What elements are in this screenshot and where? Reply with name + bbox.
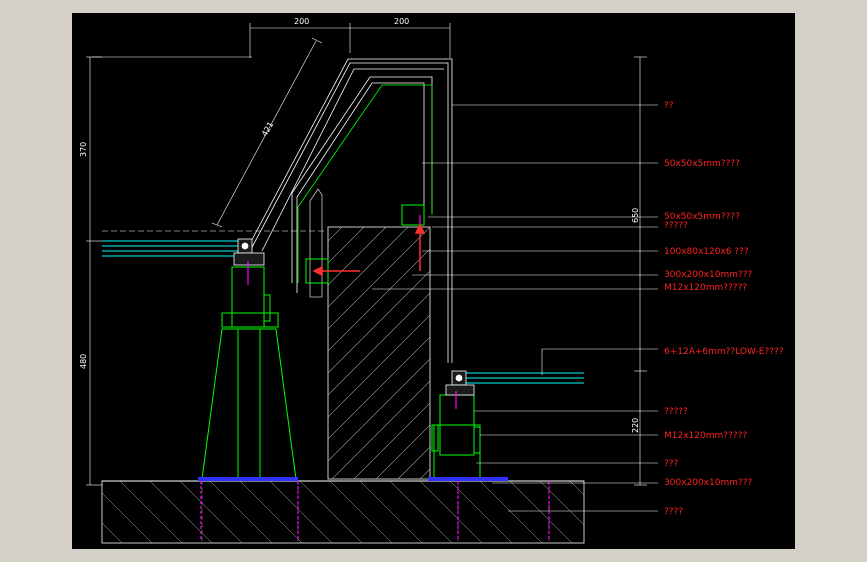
callout-1: ?? xyxy=(664,101,674,111)
red-brackets xyxy=(312,223,426,277)
skylight-frame xyxy=(245,58,453,363)
steel-inner-frame xyxy=(297,84,433,283)
concrete-wall xyxy=(327,226,431,480)
base-plates xyxy=(198,477,508,481)
dim-top-left: 200 xyxy=(294,17,309,26)
callout-10: M12x120mm????? xyxy=(664,431,747,441)
callout-4: ????? xyxy=(664,221,688,231)
callout-5: 100x80x120x6 ??? xyxy=(664,247,749,257)
dim-left-upper: 370 xyxy=(79,142,88,157)
callout-6: 300x200x10mm??? xyxy=(664,270,753,280)
callout-9: ????? xyxy=(664,407,688,417)
leader-lines xyxy=(372,104,658,512)
callout-7: M12x120mm????? xyxy=(664,283,747,293)
dim-diagonal: 421 xyxy=(260,120,275,138)
dim-right-upper: 650 xyxy=(631,208,640,223)
left-steel-support xyxy=(201,266,297,480)
callout-11: ??? xyxy=(664,459,679,469)
callout-3: 50x50x5mm???? xyxy=(664,212,740,222)
foundation-slab xyxy=(101,480,585,544)
callout-12: 300x200x10mm??? xyxy=(664,478,753,488)
glass-panes xyxy=(102,240,584,384)
section-drawing: 200 200 421 370 480 650 220 xyxy=(79,17,784,544)
callout-13: ???? xyxy=(664,507,683,517)
glass-clamps xyxy=(233,238,475,396)
dim-top-right: 200 xyxy=(394,17,409,26)
dimension-lines xyxy=(86,23,647,486)
dim-left-lower: 480 xyxy=(79,354,88,369)
dim-right-lower: 220 xyxy=(631,418,640,433)
callout-2: 50x50x5mm???? xyxy=(664,159,740,169)
callout-8: 6+12A+6mm??LOW-E???? xyxy=(664,347,784,357)
cad-viewport[interactable]: 200 200 421 370 480 650 220 xyxy=(72,13,795,549)
